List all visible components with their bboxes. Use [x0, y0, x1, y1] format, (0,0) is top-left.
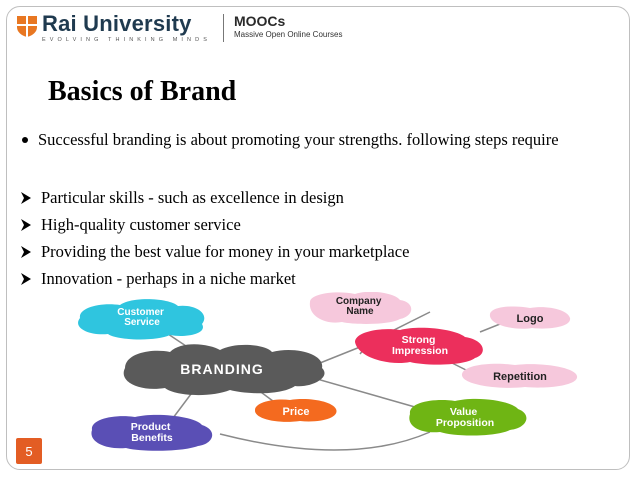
sub-bullet-text: Providing the best value for money in yo…: [41, 242, 410, 261]
product-benefits-label-line: Product: [131, 421, 171, 433]
repetition-node: [461, 363, 578, 388]
logo-node-label: Logo: [517, 313, 544, 325]
price-node: [254, 399, 337, 422]
moocs-subtitle: Massive Open Online Courses: [233, 30, 343, 39]
company-name-label-line: Name: [346, 306, 374, 317]
logo-divider: [222, 14, 224, 42]
list-item: Providing the best value for money in yo…: [18, 238, 409, 265]
branding-node-label: BRANDING: [180, 361, 263, 377]
logo-node: [489, 306, 571, 329]
product-benefits-label-line: Benefits: [131, 432, 173, 444]
sub-bullet-text: Particular skills - such as excellence i…: [41, 188, 344, 207]
header-logo: Rai University EVOLVING THINKING MINDS M…: [16, 12, 342, 46]
strong-impression-label-line: Strong: [402, 334, 436, 346]
strong-impression-label-line: Impression: [392, 345, 448, 357]
sub-bullet-text: High-quality customer service: [41, 215, 241, 234]
customer-service-label-line: Customer: [117, 307, 164, 318]
svg-text:Company Name: Company Name: [336, 296, 384, 317]
value-proposition-node: [409, 398, 527, 436]
company-name-node: [309, 292, 412, 324]
svg-text:Customer Service: Customer Service: [117, 307, 166, 328]
company-name-label-line: Company: [336, 296, 382, 307]
svg-text:Product Benefits: Product Benefits: [131, 421, 174, 444]
list-item: Particular skills - such as excellence i…: [18, 184, 409, 211]
arrow-bullet-icon: [21, 191, 31, 204]
sub-bullet-text: Innovation - perhaps in a niche market: [41, 269, 296, 288]
list-item: Innovation - perhaps in a niche market: [18, 265, 409, 292]
university-name: Rai University: [42, 11, 192, 36]
page-number-badge: 5: [16, 438, 42, 464]
repetition-node-label: Repetition: [493, 371, 547, 383]
product-benefits-node: [91, 414, 213, 451]
customer-service-node: [78, 299, 205, 340]
arrow-bullet-icon: [21, 245, 31, 258]
value-proposition-label-line: Proposition: [436, 417, 494, 429]
main-bullet-text: Successful branding is about promoting y…: [38, 130, 559, 149]
moocs-title: MOOCs: [233, 13, 286, 29]
svg-text:Strong Impression: Strong Impression: [392, 334, 448, 357]
slide-title: Basics of Brand: [48, 76, 237, 107]
branding-diagram: BRANDING Customer Service Company Name L…: [78, 292, 578, 451]
svg-text:Value Proposition: Value Proposition: [436, 406, 494, 429]
university-tagline: EVOLVING THINKING MINDS: [42, 37, 211, 43]
branding-node: [123, 344, 325, 396]
strong-impression-node: [355, 327, 483, 365]
list-item: High-quality customer service: [18, 211, 409, 238]
slide-frame: [6, 6, 630, 470]
university-crest-icon: [17, 16, 37, 37]
arrow-bullet-icon: [21, 272, 31, 285]
arrow-bullet-icon: [21, 218, 31, 231]
value-proposition-label-line: Value: [450, 406, 478, 418]
price-node-label: Price: [283, 406, 310, 418]
sub-bullet-list: Particular skills - such as excellence i…: [18, 184, 409, 292]
bullet-dot-icon: [22, 137, 28, 143]
customer-service-label-line: Service: [124, 317, 160, 328]
main-bullet: Successful branding is about promoting y…: [18, 130, 559, 150]
